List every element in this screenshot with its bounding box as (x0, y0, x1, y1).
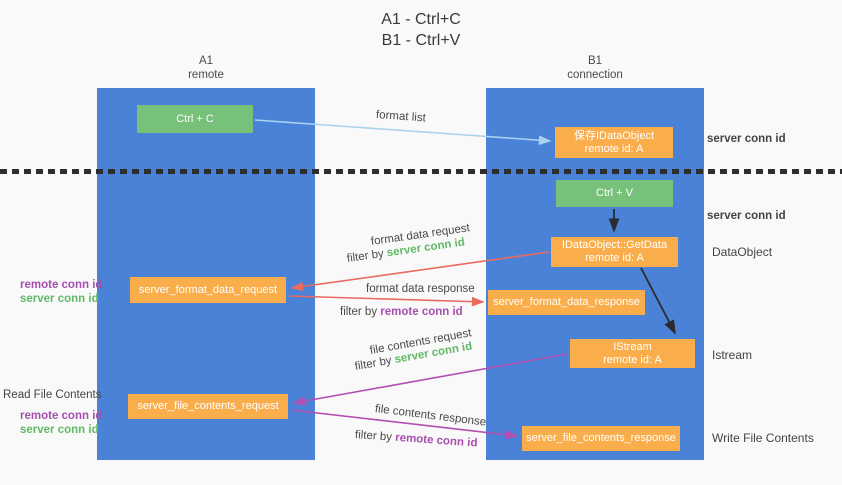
format-data-response-arrow (288, 295, 485, 307)
remote-conn-id-annotation: remote conn id (20, 279, 103, 291)
lane-header-a1: A1 remote (97, 54, 315, 82)
format-data-response-filter-label: filter by remote conn id (340, 306, 463, 318)
istream-annotation: Istream (712, 348, 753, 362)
getdata-line1: IDataObject::GetData (561, 239, 668, 251)
format-data-response-label: format data response (366, 283, 475, 295)
remote-conn-id-text: remote conn id (380, 306, 463, 318)
server-format-data-response-label: server_format_data_response (493, 296, 640, 308)
getdata-node: IDataObject::GetData remote id: A (551, 237, 678, 267)
remote-conn-id-annotation: remote conn id (20, 410, 103, 422)
remote-conn-id-text: remote conn id (394, 431, 478, 450)
save-dataobject-line1: 保存IDataObject (573, 129, 655, 142)
server-format-data-request-label: server_format_data_request (138, 283, 278, 296)
server-conn-id-annotation: server conn id (20, 292, 99, 305)
diagram-title: A1 - Ctrl+C B1 - Ctrl+V (0, 9, 842, 51)
dataobject-annotation: DataObject (712, 245, 773, 259)
title-line-1: A1 - Ctrl+C (381, 11, 461, 28)
read-file-contents-annotation: Read File Contents (3, 389, 102, 401)
ctrl-v-node: Ctrl + V (556, 180, 673, 207)
server-file-contents-request-node: server_file_contents_request (128, 394, 288, 419)
filter-by-text: filter by (353, 354, 393, 373)
istream-line2: remote id: A (603, 353, 662, 366)
server-conn-id-annotation-mid: server conn id (707, 210, 786, 222)
file-conn-id-pair: remote conn id server conn id (20, 410, 102, 437)
ctrl-v-label: Ctrl + V (596, 187, 633, 199)
save-dataobject-node: 保存IDataObject remote id: A (555, 127, 673, 158)
server-file-contents-request-label: server_file_contents_request (137, 400, 279, 412)
lane-a1-role: remote (188, 69, 224, 81)
server-conn-id-annotation-top: server conn id (707, 133, 786, 145)
title-line-2: B1 - Ctrl+V (381, 32, 461, 49)
format-list-label: format list (375, 109, 427, 125)
session-separator-dotted-line (0, 169, 842, 174)
file-contents-response-label: file contents response (374, 403, 487, 429)
getdata-line2: remote id: A (585, 252, 644, 264)
save-dataobject-line2: remote id: A (584, 142, 644, 155)
lane-a1-name: A1 (198, 55, 214, 67)
server-file-contents-response-node: server_file_contents_response (522, 426, 680, 451)
server-conn-id-annotation: server conn id (20, 423, 99, 436)
ctrl-c-label: Ctrl + C (176, 112, 214, 125)
ctrl-c-node: Ctrl + C (137, 105, 253, 133)
istream-node: IStream remote id: A (570, 339, 695, 368)
filter-by-text: filter by (354, 429, 393, 444)
server-file-contents-response-label: server_file_contents_response (526, 432, 676, 444)
request-conn-id-pair: remote conn id server conn id (20, 279, 102, 306)
write-file-contents-annotation: Write File Contents (712, 431, 814, 445)
filter-by-text: filter by (346, 247, 385, 265)
lane-header-b1: B1 connection (486, 54, 704, 82)
server-format-data-response-node: server_format_data_response (488, 290, 645, 315)
file-contents-response-filter-label: filter by remote conn id (355, 429, 478, 450)
server-format-data-request-node: server_format_data_request (130, 277, 286, 303)
lane-b1-role: connection (567, 69, 623, 81)
lane-b1-name: B1 (587, 55, 603, 67)
filter-by-text: filter by (340, 306, 378, 318)
istream-line1: IStream (613, 340, 652, 353)
